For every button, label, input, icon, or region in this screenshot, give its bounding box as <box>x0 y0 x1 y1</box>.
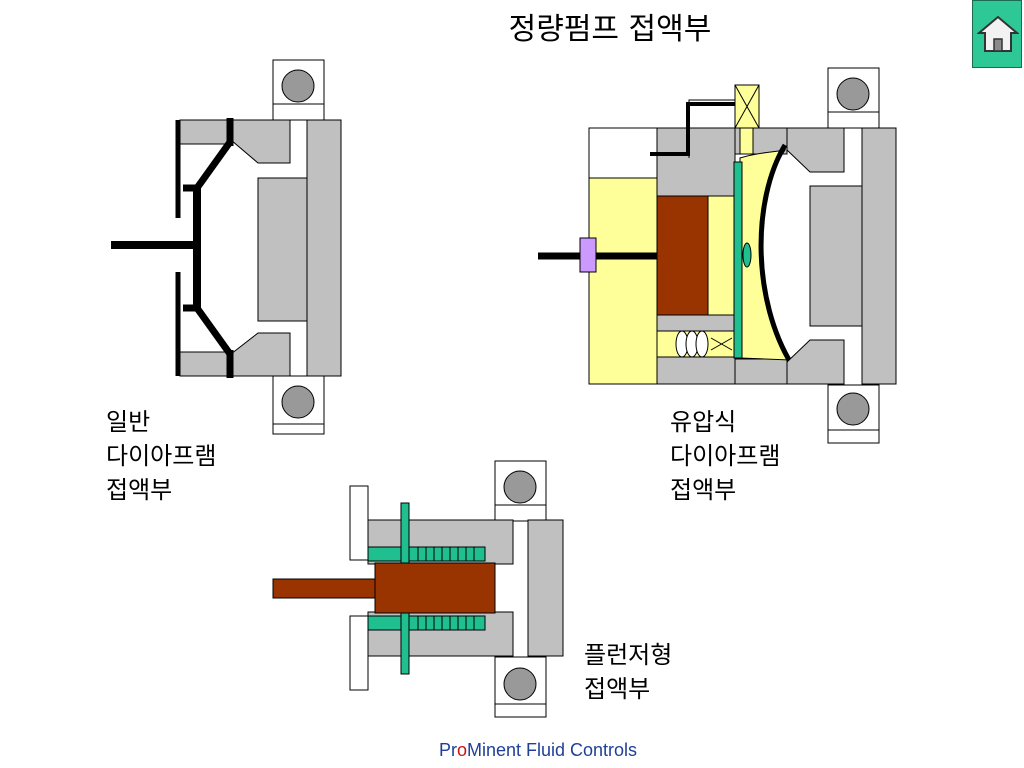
plunger-head-label: 플런저형 접액부 <box>584 638 672 706</box>
footer-brand: ProMinent Fluid Controls <box>0 740 1024 761</box>
home-icon <box>977 15 1019 52</box>
hydraulic-head-label: 유압식 다이아프램 접액부 <box>670 405 780 507</box>
hydraulic-label-line-1: 유압식 <box>670 408 737 436</box>
hydraulic-pump-head-diagram <box>538 67 897 444</box>
hydraulic-label-line-3: 접액부 <box>670 476 737 504</box>
footer-brand-post: Minent Fluid Controls <box>466 740 638 760</box>
diaphragm-head-label: 일반 다이아프램 접액부 <box>106 405 216 507</box>
diaphragm-pump-head-diagram <box>111 59 342 435</box>
home-button[interactable] <box>972 0 1022 68</box>
diaphragm-label-line-3: 접액부 <box>106 476 173 504</box>
hydraulic-label-line-2: 다이아프램 <box>670 442 781 470</box>
diaphragm-label-line-1: 일반 <box>106 408 151 436</box>
footer-brand-pre: Pr <box>438 740 457 760</box>
diaphragm-label-line-2: 다이아프램 <box>106 442 217 470</box>
footer-brand-o: o <box>456 740 467 760</box>
plunger-label-line-2: 접액부 <box>584 675 651 703</box>
page-title: 정량펌프 접액부 <box>508 12 712 47</box>
plunger-label-line-1: 플런저형 <box>584 641 673 669</box>
plunger-pump-head-diagram <box>272 460 564 718</box>
